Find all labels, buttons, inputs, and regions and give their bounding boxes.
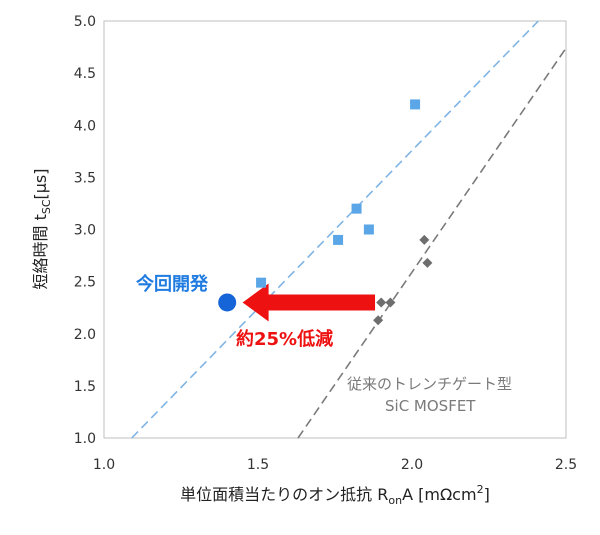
data-points xyxy=(218,99,433,326)
annotation-conventional-line2: SiC MOSFET xyxy=(385,397,476,415)
annotation-reduction: 約25%低減 xyxy=(236,328,333,350)
x-tick-label: 1.5 xyxy=(247,457,269,473)
diamond-point xyxy=(373,315,384,326)
square-point xyxy=(351,203,362,214)
y-tick-label: 5.0 xyxy=(74,14,96,30)
square-point xyxy=(410,99,421,110)
plot-area xyxy=(103,20,567,439)
y-tick-label: 1.0 xyxy=(74,431,96,447)
reduction-arrow xyxy=(242,283,376,322)
diamond-point xyxy=(422,257,433,268)
annotation-conventional-line1: 従来のトレンチゲート型 xyxy=(347,375,512,393)
red-arrow xyxy=(242,283,376,322)
y-tick-label: 4.0 xyxy=(74,118,96,134)
x-tick-label: 2.5 xyxy=(555,457,577,473)
x-tick-label: 1.0 xyxy=(93,457,115,473)
axis-ticks: 1.0 1.5 2.0 2.5 1.0 1.5 2.0 2.5 3.0 3.5 4.0 4.5 5.0 xyxy=(74,14,577,473)
x-tick-label: 2.0 xyxy=(401,457,423,473)
diamond-point xyxy=(385,297,396,308)
trendline-2 xyxy=(297,47,567,439)
y-tick-label: 3.0 xyxy=(74,223,96,239)
y-tick-label: 1.5 xyxy=(74,379,96,395)
y-tick-label: 3.5 xyxy=(74,170,96,186)
square-point xyxy=(363,224,374,235)
y-tick-label: 2.0 xyxy=(74,327,96,343)
diamond-point xyxy=(376,297,387,308)
y-tick-label: 4.5 xyxy=(74,66,96,82)
diamond-point xyxy=(419,234,430,245)
square-point xyxy=(333,234,344,245)
annotation-new-development: 今回開発 xyxy=(136,273,209,295)
trendlines xyxy=(131,20,567,439)
x-axis-title: 単位面積当たりのオン抵抗 RonA [mΩcm2] xyxy=(180,483,490,507)
circle-point xyxy=(218,293,237,312)
y-tick-label: 2.5 xyxy=(74,275,96,291)
square-point xyxy=(256,277,267,288)
y-axis-title: 短絡時間 tSC[µs] xyxy=(31,168,53,289)
